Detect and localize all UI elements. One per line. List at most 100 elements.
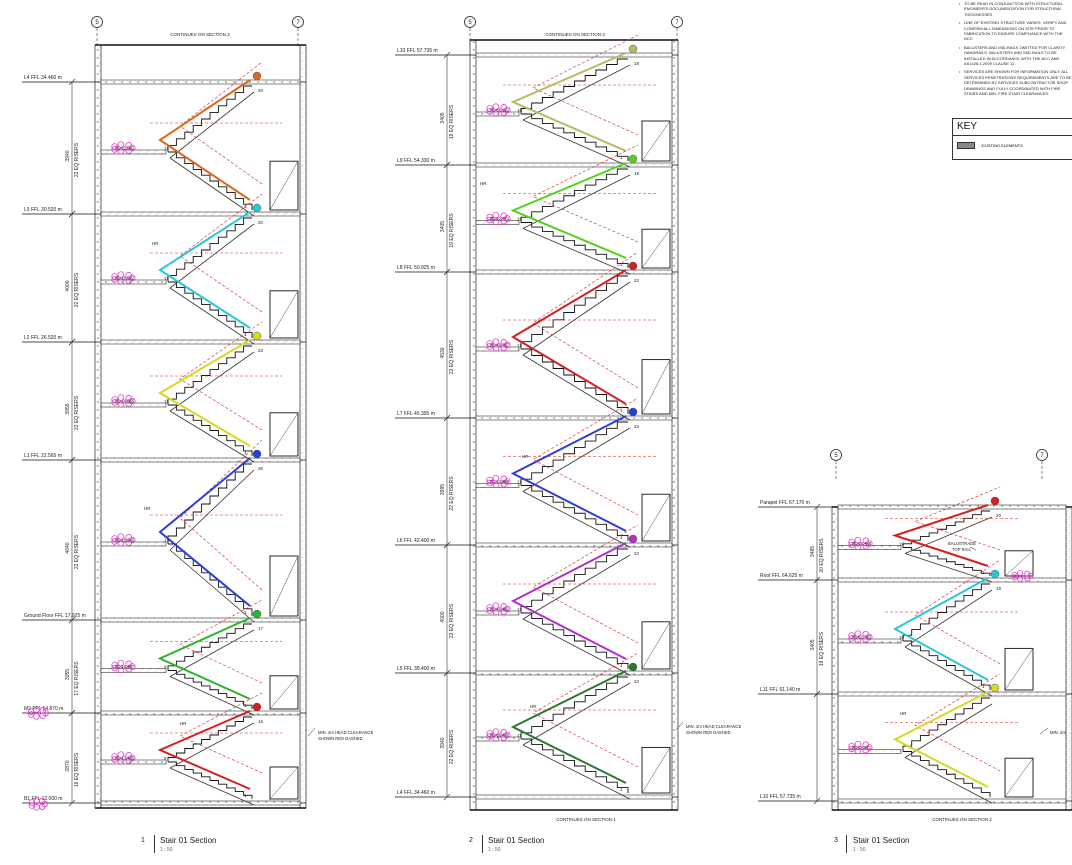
cloud-lobe — [117, 666, 125, 674]
head-clearance-line — [532, 251, 639, 389]
landing-rl: RL 40.402 — [490, 607, 510, 612]
section-scale: 1 : 50 — [160, 847, 173, 853]
handrail-end-marker — [990, 496, 1000, 506]
landing-rl: RL 66.746 — [852, 541, 872, 546]
door-swing — [641, 359, 671, 415]
cloud-lobe — [500, 729, 508, 736]
cloud-lobe — [117, 401, 125, 408]
head-clearance-line — [532, 144, 639, 243]
legend-key: KEY - EXISTING ELEMENTS — [952, 118, 1072, 160]
step-number: 22 — [258, 348, 264, 353]
head-clearance-line — [532, 524, 639, 644]
cloud-lobe — [111, 756, 118, 763]
stair-treads — [521, 485, 629, 541]
cloud-lobe — [862, 542, 870, 550]
handrail-end-marker — [252, 449, 262, 459]
cloud-lobe — [125, 272, 133, 279]
stair-treads — [167, 623, 252, 671]
note-item: SERVICES ARE SHOWN FOR INFORMATION ONLY.… — [959, 69, 1072, 96]
stair-soffit — [522, 427, 631, 492]
step-number: 1 — [244, 610, 247, 615]
door-swing — [1004, 648, 1034, 691]
riser-count: 22 EQ RISERS — [449, 339, 455, 374]
level-label: Roof FFL 64.625 m — [760, 573, 803, 579]
concrete-wall — [1065, 506, 1072, 811]
section-name: Stair 01 Section — [853, 836, 910, 845]
head-clearance-line — [914, 559, 1001, 665]
cloud-lobe — [492, 103, 500, 110]
landing-rl: RL 36.430 — [490, 733, 510, 738]
floor-slab — [475, 670, 673, 676]
section-number: 2 — [469, 837, 473, 844]
handrail-end-marker — [252, 203, 262, 213]
stair-treads — [520, 168, 628, 223]
cloud-lobe — [33, 706, 40, 713]
dimension-value: 3940 — [440, 737, 446, 748]
dimension-tick — [813, 576, 821, 584]
floor-slab — [100, 339, 301, 345]
door-swing — [269, 766, 299, 800]
level-label: L10 FFL 57.735 m — [760, 794, 801, 800]
head-clearance-line — [179, 692, 263, 774]
balustrade-note: BALUSTRADE — [948, 541, 976, 546]
cloud-lobe — [854, 637, 862, 644]
landing-rl: RL 20.245 — [115, 538, 135, 543]
dimension-value: 4640 — [65, 542, 71, 553]
handrail-end-marker — [252, 71, 262, 81]
dimension-tick — [443, 51, 451, 59]
section-scale: 1 : 50 — [853, 847, 866, 853]
cloud-lobe — [117, 533, 125, 540]
level-label: L10 FFL 57.735 m — [397, 48, 438, 54]
level-label: L11 FFL 61.140 m — [760, 687, 800, 693]
landing-rl: RL 28.522 — [115, 276, 135, 281]
cloud-lobe — [862, 636, 870, 643]
handrail-label: HR — [480, 181, 487, 186]
handrail — [158, 457, 251, 607]
concrete-wall — [299, 44, 307, 809]
cloud-lobe — [848, 742, 855, 750]
continues-note: CONTINUES ON SECTION 3 — [545, 32, 605, 37]
continues-note: CONTINUES ON SECTION 2 — [932, 817, 992, 822]
grid-bubble — [292, 16, 304, 28]
cloud-lobe — [117, 751, 125, 758]
revision-cloud — [111, 751, 136, 765]
level-label: Ground Floor FFL 17.925 m — [24, 613, 86, 619]
stair-treads — [520, 421, 628, 486]
key-title: KEY — [953, 119, 1072, 136]
step-number: 22 — [634, 551, 640, 556]
cloud-lobe — [1024, 570, 1031, 577]
step-number: 1 — [244, 332, 247, 337]
cloud-lobe — [39, 707, 46, 714]
floor-slab — [837, 691, 1067, 697]
landing-slab — [100, 279, 167, 285]
dimension-tick — [443, 541, 451, 549]
stair-treads — [902, 583, 990, 641]
dimension-tick — [813, 690, 821, 698]
stair-soffit — [169, 223, 255, 289]
cloud-lobe — [111, 273, 118, 280]
floor-slab — [837, 504, 1067, 510]
cloud-lobe — [500, 212, 508, 220]
dimension-value: 3405 — [440, 221, 446, 232]
dimension-tick — [68, 709, 76, 717]
riser-count: 22 EQ RISERS — [74, 142, 80, 177]
stair-treads — [167, 85, 252, 152]
stair-soffit — [522, 64, 631, 121]
handrail — [510, 415, 627, 532]
landing-rl: RL 59.271 — [852, 745, 872, 750]
handrail-end-marker — [252, 702, 262, 712]
cloud-lobe — [848, 632, 855, 639]
revision-cloud — [848, 536, 873, 551]
step-number: 11 — [517, 343, 522, 348]
stair-treads — [520, 676, 628, 739]
landing-rl: RL 48.767 — [490, 343, 510, 348]
revision-cloud — [28, 797, 49, 811]
continues-note: CONTINUES ON SECTION 2 — [170, 32, 230, 37]
dimension-tick — [68, 210, 76, 218]
landing-slab — [100, 402, 167, 408]
cloud-lobe — [1011, 571, 1018, 578]
head-clearance-note: SHOWN RED DASHED — [318, 736, 363, 741]
grid-label: 7 — [296, 20, 300, 26]
floor-slab — [100, 617, 301, 623]
